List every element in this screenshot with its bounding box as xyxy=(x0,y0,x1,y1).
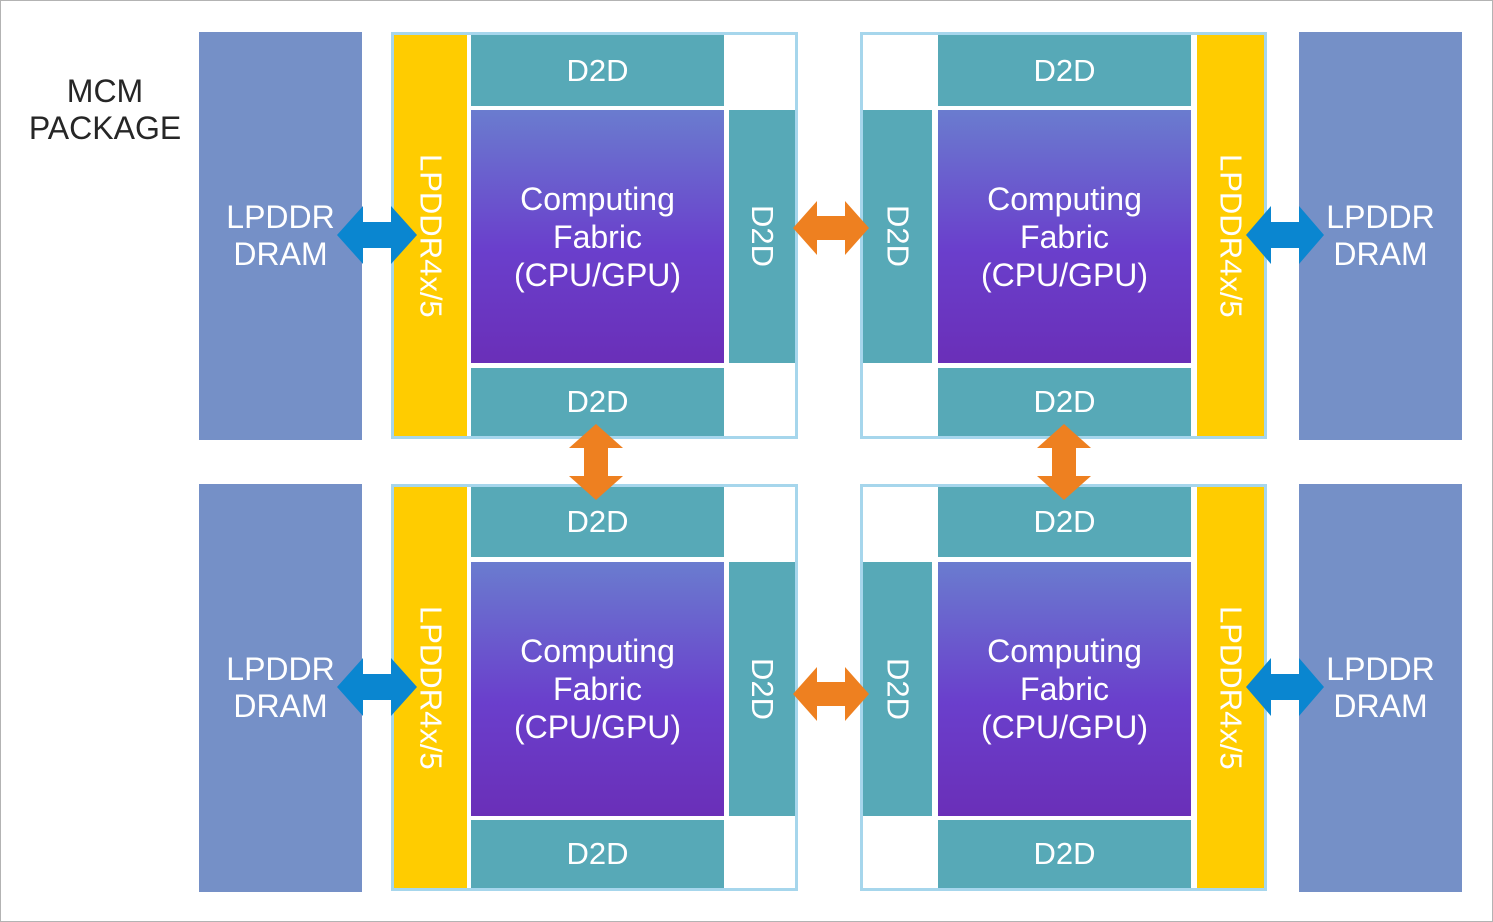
dram-label-line1: LPDDR xyxy=(1326,199,1435,235)
memory-link-arrow-top-right xyxy=(1246,206,1324,264)
d2d-link-arrow-bottom-horizontal xyxy=(793,667,869,721)
fabric-line1: Computing xyxy=(520,633,675,669)
fabric-line3: (CPU/GPU) xyxy=(980,256,1149,293)
dram-label-line2: DRAM xyxy=(233,236,328,272)
d2d-link-arrow-right-vertical xyxy=(1037,424,1091,500)
dram-label-line1: LPDDR xyxy=(226,651,335,687)
fabric-line1: Computing xyxy=(987,633,1142,669)
fabric-line3: (CPU/GPU) xyxy=(980,709,1149,745)
d2d-label: D2D xyxy=(880,205,916,268)
package-title-line2: PACKAGE xyxy=(28,110,182,146)
d2d-label: D2D xyxy=(745,657,780,720)
fabric-line1: Computing xyxy=(520,180,675,217)
fabric-line3: (CPU/GPU) xyxy=(513,709,682,745)
d2d-side: D2D xyxy=(729,562,795,816)
d2d-side: D2D xyxy=(863,562,932,816)
d2d-bottom: D2D xyxy=(471,368,724,436)
dram-label-line1: LPDDR xyxy=(226,199,335,235)
d2d-label: D2D xyxy=(745,205,780,268)
d2d-label: D2D xyxy=(1033,52,1096,88)
fabric-line2: Fabric xyxy=(553,218,642,255)
d2d-top: D2D xyxy=(471,35,724,106)
d2d-bottom: D2D xyxy=(938,820,1191,888)
d2d-link-arrow-left-vertical xyxy=(569,424,623,500)
fabric-line3: (CPU/GPU) xyxy=(513,256,682,293)
dram-label-line2: DRAM xyxy=(233,688,328,724)
d2d-side: D2D xyxy=(863,110,932,363)
d2d-label: D2D xyxy=(1033,384,1096,419)
fabric-line2: Fabric xyxy=(1020,671,1109,707)
d2d-bottom: D2D xyxy=(471,820,724,888)
d2d-link-arrow-top-horizontal xyxy=(793,201,869,255)
d2d-label: D2D xyxy=(566,504,629,539)
fabric-line1: Computing xyxy=(987,180,1142,217)
d2d-label: D2D xyxy=(1033,836,1096,871)
package-title-line1: MCM xyxy=(66,73,144,109)
dram-label-line2: DRAM xyxy=(1333,236,1428,272)
lpddr-phy-label: LPDDR4x/5 xyxy=(1213,153,1249,318)
d2d-label: D2D xyxy=(566,384,629,419)
package-title: MCM PACKAGE xyxy=(19,73,191,147)
d2d-side: D2D xyxy=(729,110,795,363)
dram-label-line1: LPDDR xyxy=(1326,651,1435,687)
memory-link-arrow-bottom-right xyxy=(1246,658,1324,716)
memory-link-arrow-bottom-left xyxy=(337,658,417,716)
fabric-line2: Fabric xyxy=(553,671,642,707)
d2d-label: D2D xyxy=(880,657,916,720)
d2d-label: D2D xyxy=(566,836,629,871)
lpddr-phy-label: LPDDR4x/5 xyxy=(1213,605,1249,770)
d2d-top: D2D xyxy=(938,35,1191,106)
lpddr-phy-label: LPDDR4x/5 xyxy=(413,605,449,770)
d2d-label: D2D xyxy=(566,52,629,88)
fabric-line2: Fabric xyxy=(1020,218,1109,255)
lpddr-phy-label: LPDDR4x/5 xyxy=(413,153,449,318)
dram-label-line2: DRAM xyxy=(1333,688,1428,724)
d2d-label: D2D xyxy=(1033,504,1096,539)
memory-link-arrow-top-left xyxy=(337,206,417,264)
